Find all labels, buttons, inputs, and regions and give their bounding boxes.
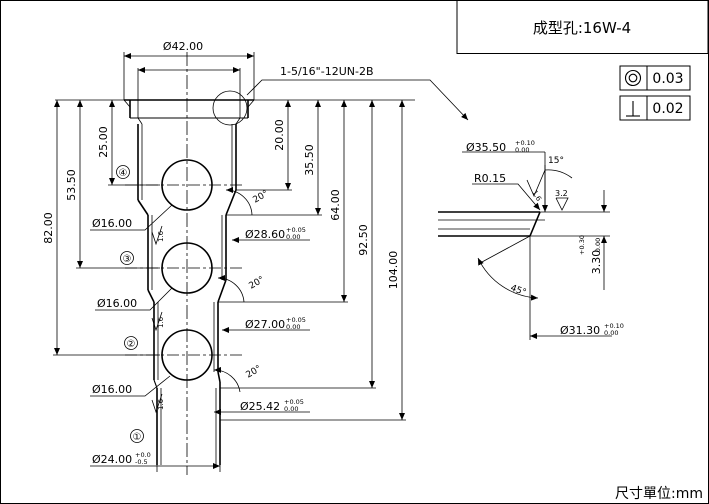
port-label-2: ② <box>127 339 136 350</box>
dim-d16-b: Ø16.00 <box>97 297 137 310</box>
concentricity-frame: 0.03 <box>619 65 691 91</box>
svg-text:+0.05: +0.05 <box>286 316 306 324</box>
svg-text:0.00: 0.00 <box>594 238 602 252</box>
angle-20-a: 20° <box>252 189 271 206</box>
dim-25: 25.00 <box>97 126 110 158</box>
dim-r015: R0.15 <box>474 172 506 185</box>
dim-d42: Ø42.00 <box>163 40 203 53</box>
svg-text:+0.05: +0.05 <box>286 226 306 234</box>
dim-35-50: 35.50 <box>303 144 316 176</box>
perpendicularity-icon <box>626 101 640 117</box>
dim-82: 82.00 <box>42 212 55 244</box>
dim-64: 64.00 <box>329 189 342 221</box>
svg-text:-0.5: -0.5 <box>135 458 148 466</box>
svg-text:+0.0: +0.0 <box>135 451 151 459</box>
thread-spec: 1-5/16"-12UN-2B <box>280 65 374 78</box>
svg-text:1.6: 1.6 <box>157 398 165 410</box>
roughness-symbol-b: 1.6 <box>151 311 165 332</box>
dim-53-50: 53.50 <box>65 169 78 201</box>
dim-104: 104.00 <box>387 251 400 290</box>
svg-text:1.6: 1.6 <box>157 316 165 328</box>
port-label-3: ③ <box>123 254 132 265</box>
roughness-symbol-a: 1.6 <box>151 225 165 246</box>
dim-d27: Ø27.00 <box>245 318 285 331</box>
detail-circle <box>212 90 248 126</box>
roughness-symbol-c: 1.6 <box>151 393 165 414</box>
dim-d16-c: Ø16.00 <box>92 383 132 396</box>
dim-d35-50: Ø35.50 <box>466 141 506 154</box>
dim-92-50: 92.50 <box>357 224 370 256</box>
cavity-section-view: ④ ③ ② ① 1-5/16"-12UN-2B Ø42.00 25.00 53.… <box>42 40 469 475</box>
perpendicularity-value: 0.02 <box>652 101 683 117</box>
dim-d25-42: Ø25.42 <box>240 400 280 413</box>
perpendicularity-frame: 0.02 <box>619 95 691 121</box>
svg-text:1.6: 1.6 <box>157 230 165 242</box>
port-label-4: ④ <box>119 168 128 179</box>
dim-d28-60: Ø28.60 <box>245 228 285 241</box>
detail-view: Ø35.50 +0.10 0.00 R0.15 15° 1.6 3.2 3.30… <box>438 139 624 340</box>
svg-text:3.2: 3.2 <box>555 189 568 198</box>
svg-text:0.00: 0.00 <box>284 405 298 413</box>
dim-3-30: 3.30 <box>590 250 603 275</box>
dim-d31-30: Ø31.30 <box>560 324 600 337</box>
cavity-title: 成型孔:16W-4 <box>533 19 631 37</box>
title-box <box>456 0 709 54</box>
angle-45: 45° <box>509 283 527 298</box>
svg-text:+0.10: +0.10 <box>604 322 624 330</box>
port-label-1: ① <box>133 432 142 443</box>
concentricity-icon <box>624 69 642 87</box>
svg-text:0.00: 0.00 <box>286 233 300 241</box>
svg-text:0.00: 0.00 <box>604 329 618 337</box>
dim-20: 20.00 <box>273 119 286 151</box>
title-block: 成型孔:16W-4 <box>456 0 709 54</box>
dim-d16-a: Ø16.00 <box>92 217 132 230</box>
angle-20-c: 20° <box>245 364 264 381</box>
svg-text:+0.05: +0.05 <box>284 398 304 406</box>
units-label: 尺寸單位:mm <box>615 486 703 502</box>
svg-text:0.00: 0.00 <box>286 323 300 331</box>
svg-text:+0.10: +0.10 <box>515 139 535 147</box>
svg-text:+0.30: +0.30 <box>578 235 586 255</box>
dim-d24: Ø24.00 <box>92 453 132 466</box>
angle-20-b: 20° <box>248 275 267 292</box>
angle-15: 15° <box>548 156 564 166</box>
concentricity-value: 0.03 <box>652 71 683 87</box>
svg-text:0.00: 0.00 <box>515 146 529 154</box>
roughness-symbol-32: 3.2 <box>555 189 569 211</box>
